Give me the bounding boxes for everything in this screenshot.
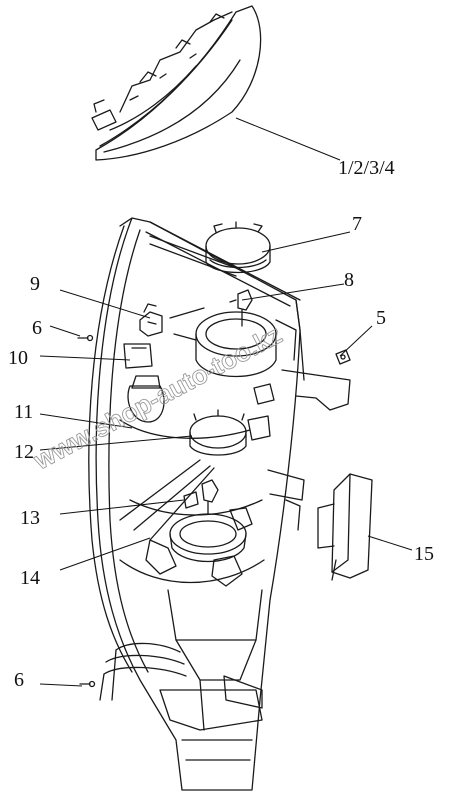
headlamp-lens xyxy=(91,5,262,161)
reflector-socket-lower xyxy=(169,513,247,563)
callout-10: 10 xyxy=(8,347,28,369)
callout-9: 9 xyxy=(30,273,40,295)
adjuster-rod xyxy=(149,235,237,277)
callout-13: 13 xyxy=(20,507,40,529)
callout-6-lower: 6 xyxy=(14,669,24,691)
headlamp-housing xyxy=(88,217,351,791)
callout-8: 8 xyxy=(344,269,354,291)
indicator-bulb xyxy=(127,375,165,423)
callout-6-upper: 6 xyxy=(32,317,42,339)
reflector-socket-upper xyxy=(169,307,297,378)
indicator-socket xyxy=(123,343,153,369)
bulb-cap-lower xyxy=(189,409,247,456)
screw-lower xyxy=(79,680,96,688)
leader-lines xyxy=(39,117,413,687)
callout-14: 14 xyxy=(20,567,40,589)
bulb-low-beam xyxy=(183,479,219,515)
control-module xyxy=(317,473,373,581)
bulb-cap-upper xyxy=(205,221,271,274)
callout-1-2-3-4: 1/2/3/4 xyxy=(338,157,395,179)
callout-15: 15 xyxy=(414,543,434,565)
callouts: 1/2/3/4 7 8 9 5 6 10 11 12 13 14 15 6 xyxy=(8,157,434,691)
callout-7: 7 xyxy=(352,213,362,235)
position-lamp-holder xyxy=(139,303,163,337)
callout-5: 5 xyxy=(376,307,386,329)
wire-harness xyxy=(119,459,215,541)
callout-12: 12 xyxy=(14,441,34,463)
adjuster-clip xyxy=(335,349,351,365)
watermark: www.shop-auto-too.kz xyxy=(28,319,287,476)
callout-11: 11 xyxy=(14,401,33,423)
screw-upper xyxy=(77,334,94,342)
